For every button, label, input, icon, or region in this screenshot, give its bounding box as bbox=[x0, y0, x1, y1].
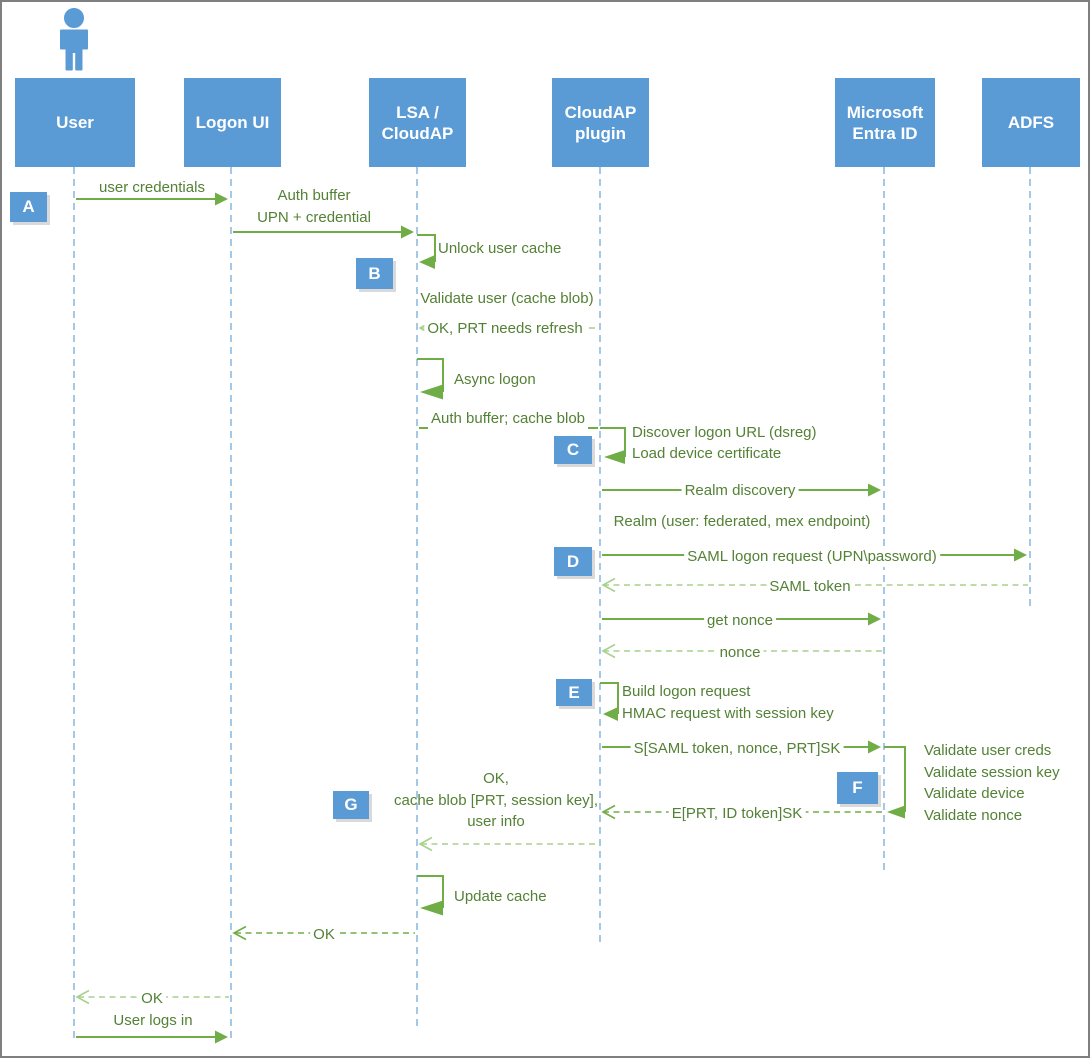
step-marker-c: C bbox=[554, 436, 592, 464]
message-label-update-cache: Update cache bbox=[454, 888, 547, 905]
message-label-user-logs-in: User logs in bbox=[113, 1012, 193, 1029]
message-label-get-nonce: get nonce bbox=[704, 610, 776, 631]
step-marker-d: D bbox=[554, 547, 592, 576]
actor-lsa-cloudap: LSA / CloudAP bbox=[369, 78, 466, 167]
actor-logon-ui: Logon UI bbox=[184, 78, 281, 167]
message-label-e-prt-id-token: E[PRT, ID token]SK bbox=[668, 803, 806, 824]
step-marker-a: A bbox=[10, 192, 47, 222]
message-label-user-credentials: user credentials bbox=[99, 179, 205, 196]
message-label-hmac-request: HMAC request with session key bbox=[622, 705, 834, 722]
person-icon bbox=[60, 8, 88, 71]
message-label-validate-user: Validate user (cache blob) bbox=[420, 290, 594, 307]
message-label-ok-to-logon-ui: OK bbox=[310, 924, 338, 945]
actor-user: User bbox=[15, 78, 135, 167]
loop-entra-validate bbox=[884, 746, 906, 819]
arrow-ok-cache-blob-return bbox=[418, 836, 600, 852]
message-label-async-logon: Async logon bbox=[454, 371, 536, 388]
message-label-discover-logon: Discover logon URL (dsreg) bbox=[632, 424, 817, 441]
message-label-realm-result: Realm (user: federated, mex endpoint) bbox=[613, 513, 871, 530]
message-label-auth-buffer-cache: Auth buffer; cache blob bbox=[428, 408, 588, 429]
actor-cloudap-plugin: CloudAP plugin bbox=[552, 78, 649, 167]
actor-adfs: ADFS bbox=[982, 78, 1080, 167]
actor-entra-id: Microsoft Entra ID bbox=[835, 78, 935, 167]
message-label-build-logon: Build logon request bbox=[622, 683, 751, 700]
message-label-saml-token: SAML token bbox=[766, 576, 854, 597]
message-label-auth-buffer-upn: Auth buffer UPN + credential bbox=[257, 187, 371, 226]
message-label-ok-cache-blob: OK, cache blob [PRT, session key], user … bbox=[394, 770, 598, 830]
loop-discover-load-cert bbox=[600, 427, 626, 464]
step-marker-b: B bbox=[356, 258, 393, 289]
message-label-saml-request: SAML logon request (UPN\password) bbox=[684, 546, 940, 567]
message-label-ok-prt-refresh: OK, PRT needs refresh bbox=[424, 318, 586, 339]
step-marker-f: F bbox=[837, 772, 878, 804]
step-marker-e: E bbox=[556, 679, 592, 706]
loop-async-logon bbox=[417, 358, 444, 400]
arrow-user-credentials bbox=[76, 192, 228, 206]
message-label-entra-validations: Validate user creds Validate session key… bbox=[924, 742, 1060, 824]
arrow-user-logs-in bbox=[76, 1030, 228, 1044]
message-label-s-saml-token: S[SAML token, nonce, PRT]SK bbox=[630, 738, 844, 759]
loop-unlock-user-cache bbox=[417, 234, 436, 269]
arrow-auth-buffer-upn bbox=[233, 225, 414, 239]
message-label-load-cert: Load device certificate bbox=[632, 445, 782, 462]
step-marker-g: G bbox=[333, 791, 369, 819]
message-label-realm-discovery: Realm discovery bbox=[681, 480, 799, 501]
loop-build-hmac bbox=[600, 682, 619, 721]
message-label-nonce: nonce bbox=[716, 642, 764, 663]
message-label-unlock-user-cache: Unlock user cache bbox=[438, 240, 562, 257]
loop-update-cache bbox=[417, 875, 444, 916]
message-label-ok-to-user: OK bbox=[138, 988, 166, 1009]
